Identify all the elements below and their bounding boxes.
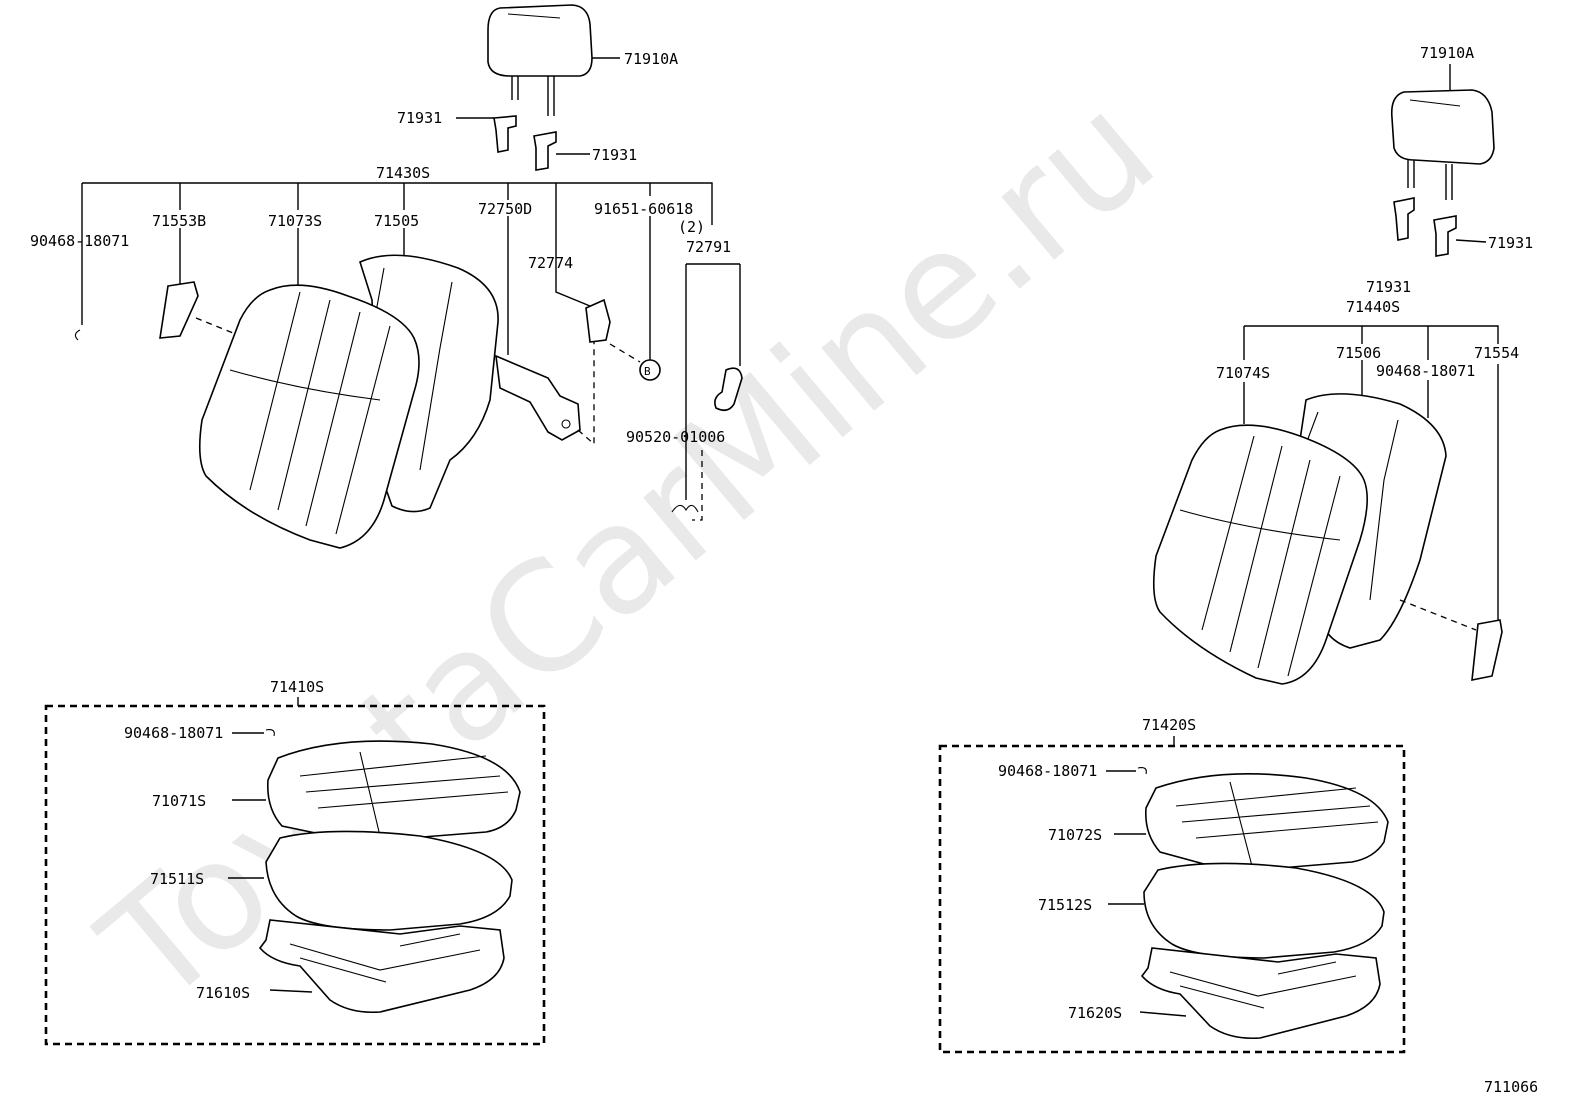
label-left-spring: 71610S: [196, 984, 250, 1002]
label-left-hog-ring: 90520-01006: [626, 428, 725, 446]
label-right-cushion-assy: 71420S: [1142, 716, 1196, 734]
label-left-clip: 90468-18071: [30, 232, 129, 250]
label-left-support-b: 71931: [592, 146, 637, 164]
label-right-headrest: 71910A: [1420, 44, 1474, 62]
label-right-spring: 71620S: [1068, 1004, 1122, 1022]
label-left-frame: 72750D: [478, 200, 532, 218]
left-headrest: [487, 4, 593, 116]
left-cushion-cover: [266, 740, 521, 841]
label-left-bolt-qty: (2): [678, 218, 705, 236]
label-right-support-a: 71931: [1366, 278, 1411, 296]
left-cushion-spring: [258, 919, 505, 1014]
right-headrest-supports: [1393, 197, 1457, 257]
label-left-assembly: 71430S: [376, 164, 430, 182]
label-left-cushion-pad: 71511S: [150, 870, 204, 888]
label-right-assembly: 71440S: [1346, 298, 1400, 316]
label-left-cushion-assy: 71410S: [270, 678, 324, 696]
label-left-cover-side: 71553B: [152, 212, 206, 230]
left-headrest-supports: [493, 115, 557, 171]
label-right-clip: 90468-18071: [1376, 362, 1475, 380]
label-right-pad: 71506: [1336, 344, 1381, 362]
label-right-cover: 71074S: [1216, 364, 1270, 382]
left-cushion-box: [44, 704, 546, 1046]
diagram-id: 711066: [1484, 1078, 1538, 1096]
label-left-bolt: 91651-60618: [594, 200, 693, 218]
left-side-cover: [159, 281, 199, 339]
left-recliner-frame: [495, 354, 581, 441]
label-left-lever: 72774: [528, 254, 573, 272]
right-headrest: [1390, 89, 1495, 200]
label-right-cushion-pad: 71512S: [1038, 896, 1092, 914]
right-cushion-box: [938, 744, 1406, 1054]
right-cushion-cover: [1144, 772, 1389, 871]
label-left-headrest: 71910A: [624, 50, 678, 68]
label-left-support-a: 71931: [397, 109, 442, 127]
label-right-cover-side: 71554: [1474, 344, 1519, 362]
left-knob: [714, 367, 743, 412]
label-left-cushion-clip: 90468-18071: [124, 724, 223, 742]
label-right-cushion-clip: 90468-18071: [998, 762, 1097, 780]
left-cushion-pad: [265, 830, 513, 931]
right-seatback-cover: [1152, 424, 1368, 685]
left-bolt: B: [639, 359, 661, 381]
svg-text:B: B: [644, 365, 651, 378]
label-left-cushion-cover: 71071S: [152, 792, 206, 810]
label-left-knob: 72791: [686, 238, 731, 256]
label-left-cover: 71073S: [268, 212, 322, 230]
right-cushion-pad: [1143, 862, 1385, 959]
label-right-support-b: 71931: [1488, 234, 1533, 252]
right-cushion-spring: [1140, 947, 1381, 1040]
label-left-pad: 71505: [374, 212, 419, 230]
right-side-cover-guide: [1399, 599, 1477, 631]
left-seatback-cover: [198, 284, 420, 549]
label-right-cushion-cover: 71072S: [1048, 826, 1102, 844]
right-side-cover: [1471, 619, 1503, 681]
left-lever: [585, 298, 611, 343]
